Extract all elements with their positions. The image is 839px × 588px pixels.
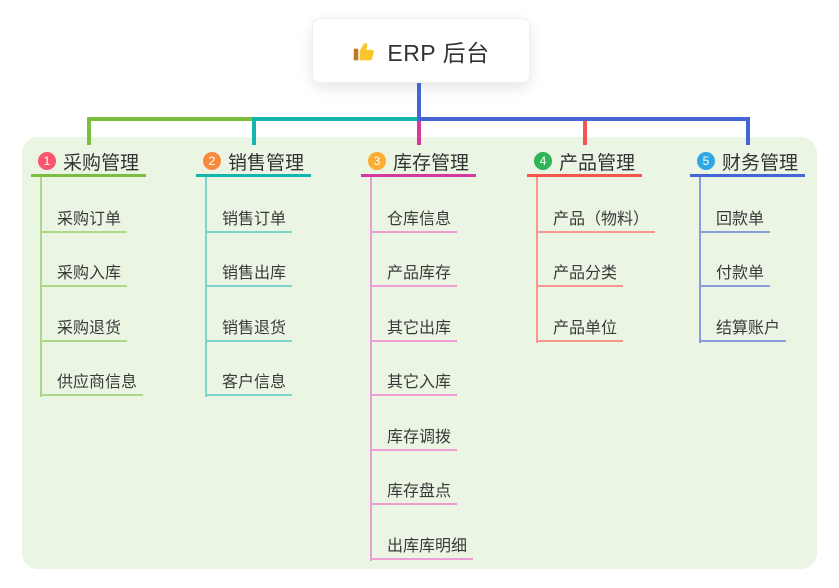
child-node[interactable]: 销售退货 bbox=[205, 317, 293, 342]
branch-title-label: 库存管理 bbox=[393, 152, 470, 174]
branch-spine bbox=[40, 177, 42, 397]
branch-underline bbox=[31, 174, 146, 177]
child-node[interactable]: 采购入库 bbox=[40, 262, 128, 287]
connector-bus-branch-2 bbox=[252, 117, 421, 121]
branch-spine bbox=[370, 177, 372, 561]
branches-panel bbox=[22, 137, 817, 569]
branch-header[interactable]: 3 库存管理 bbox=[368, 148, 469, 174]
branch-spine bbox=[536, 177, 538, 343]
branch-header[interactable]: 2 销售管理 bbox=[203, 148, 304, 174]
child-node[interactable]: 结算账户 bbox=[699, 317, 787, 342]
child-node[interactable]: 销售订单 bbox=[205, 208, 293, 233]
root-node-label: ERP 后台 bbox=[387, 39, 490, 66]
branch-badge: 2 bbox=[203, 152, 221, 170]
branch-underline bbox=[196, 174, 311, 177]
branch-underline bbox=[690, 174, 805, 177]
branch-title-label: 采购管理 bbox=[63, 152, 140, 174]
child-node[interactable]: 库存盘点 bbox=[370, 480, 458, 505]
connector-drop-branch-4 bbox=[583, 117, 587, 145]
child-node[interactable]: 产品分类 bbox=[536, 262, 624, 287]
child-node[interactable]: 供应商信息 bbox=[40, 371, 144, 396]
connector-root-stem bbox=[417, 83, 421, 121]
branch-underline bbox=[527, 174, 642, 177]
branch-title-label: 产品管理 bbox=[559, 152, 636, 174]
branch-title-label: 销售管理 bbox=[228, 152, 305, 174]
child-node[interactable]: 产品（物料） bbox=[536, 208, 656, 233]
branch-badge: 3 bbox=[368, 152, 386, 170]
branch-header[interactable]: 1 采购管理 bbox=[38, 148, 139, 174]
child-node[interactable]: 仓库信息 bbox=[370, 208, 458, 233]
thumbs-up-icon bbox=[352, 38, 378, 64]
child-node[interactable]: 付款单 bbox=[699, 262, 771, 287]
child-node[interactable]: 产品单位 bbox=[536, 317, 624, 342]
connector-drop-branch-3 bbox=[417, 117, 421, 145]
branch-header[interactable]: 5 财务管理 bbox=[697, 148, 798, 174]
branch-header[interactable]: 4 产品管理 bbox=[534, 148, 635, 174]
child-node[interactable]: 采购订单 bbox=[40, 208, 128, 233]
branch-spine bbox=[699, 177, 701, 343]
child-node[interactable]: 回款单 bbox=[699, 208, 771, 233]
root-node[interactable]: ERP 后台 bbox=[312, 18, 530, 83]
branch-badge: 4 bbox=[534, 152, 552, 170]
child-node[interactable]: 采购退货 bbox=[40, 317, 128, 342]
branch-badge: 1 bbox=[38, 152, 56, 170]
child-node[interactable]: 其它入库 bbox=[370, 371, 458, 396]
child-node[interactable]: 销售出库 bbox=[205, 262, 293, 287]
branch-badge: 5 bbox=[697, 152, 715, 170]
child-node[interactable]: 客户信息 bbox=[205, 371, 293, 396]
connector-drop-branch-2 bbox=[252, 117, 256, 145]
connector-drop-branch-5 bbox=[746, 117, 750, 145]
child-node[interactable]: 库存调拨 bbox=[370, 426, 458, 451]
branch-title-label: 财务管理 bbox=[722, 152, 799, 174]
child-node[interactable]: 产品库存 bbox=[370, 262, 458, 287]
connector-bus-branch-5 bbox=[417, 117, 750, 121]
child-node[interactable]: 其它出库 bbox=[370, 317, 458, 342]
branch-underline bbox=[361, 174, 476, 177]
child-node[interactable]: 出库库明细 bbox=[370, 535, 474, 560]
connector-drop-branch-1 bbox=[87, 117, 91, 145]
branch-spine bbox=[205, 177, 207, 397]
